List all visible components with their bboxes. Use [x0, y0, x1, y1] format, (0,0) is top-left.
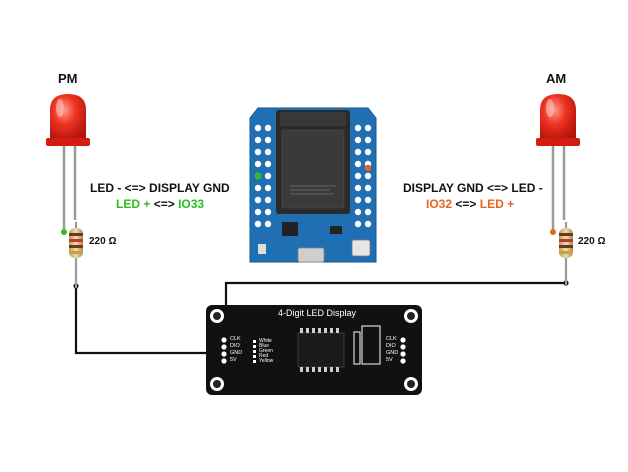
display-legend-red: Red	[259, 353, 269, 359]
note-left-line1: LED - <=> DISPLAY GND	[90, 181, 230, 195]
resistor-left-value: 220 Ω	[89, 236, 117, 247]
note-right-line2: IO32 <=> LED +	[426, 197, 514, 211]
display-legend-green: Green	[259, 348, 273, 354]
esp32-io33-marker	[254, 172, 262, 180]
resistor-left	[69, 222, 83, 288]
note-left-led-plus: LED +	[116, 197, 151, 211]
note-left-line2: LED + <=> IO33	[116, 197, 204, 211]
esp32-chip	[282, 222, 298, 236]
wire-pm-to-display	[74, 286, 222, 355]
display-pin-left-clk: CLK	[230, 336, 241, 342]
note-right-sep: <=>	[455, 197, 477, 211]
display-driver-ic	[297, 332, 345, 368]
esp32-board	[249, 107, 377, 263]
note-right-line1: DISPLAY GND <=> LED -	[403, 181, 543, 195]
note-right-io32: IO32	[426, 197, 453, 211]
led-am-dot-orange	[550, 229, 556, 235]
led-pm-label: PM	[58, 71, 78, 86]
display-pin-right-5v: 5V	[386, 357, 393, 363]
note-left-sep: <=>	[153, 197, 175, 211]
led-pm-dot-green	[61, 229, 67, 235]
led-am	[536, 94, 580, 235]
display-title: 4-Digit LED Display	[278, 308, 357, 318]
esp32-io32-marker	[364, 164, 372, 172]
display-pin-left-dio: DIO	[230, 343, 240, 349]
display-pin-left-5v: 5V	[230, 357, 237, 363]
display-pin-left-gnd: GND	[230, 350, 243, 356]
reset-button	[351, 239, 371, 257]
note-right-led-plus: LED +	[479, 197, 515, 211]
display-pin-right-dio: DIO	[386, 343, 396, 349]
note-left-io33: IO33	[178, 197, 205, 211]
led-am-label: AM	[546, 71, 567, 86]
display-pin-right-gnd: GND	[386, 350, 399, 356]
resistor-right-value: 220 Ω	[578, 236, 606, 247]
display-board	[206, 305, 422, 395]
led-pm	[46, 94, 90, 235]
display-legend-white: White	[259, 338, 272, 344]
display-pin-right-clk: CLK	[386, 336, 397, 342]
resistor-right	[559, 222, 573, 285]
usb-connector	[297, 247, 325, 263]
display-legend-blue: Blue	[259, 343, 270, 349]
display-legend-yellow: Yellow	[259, 358, 274, 364]
